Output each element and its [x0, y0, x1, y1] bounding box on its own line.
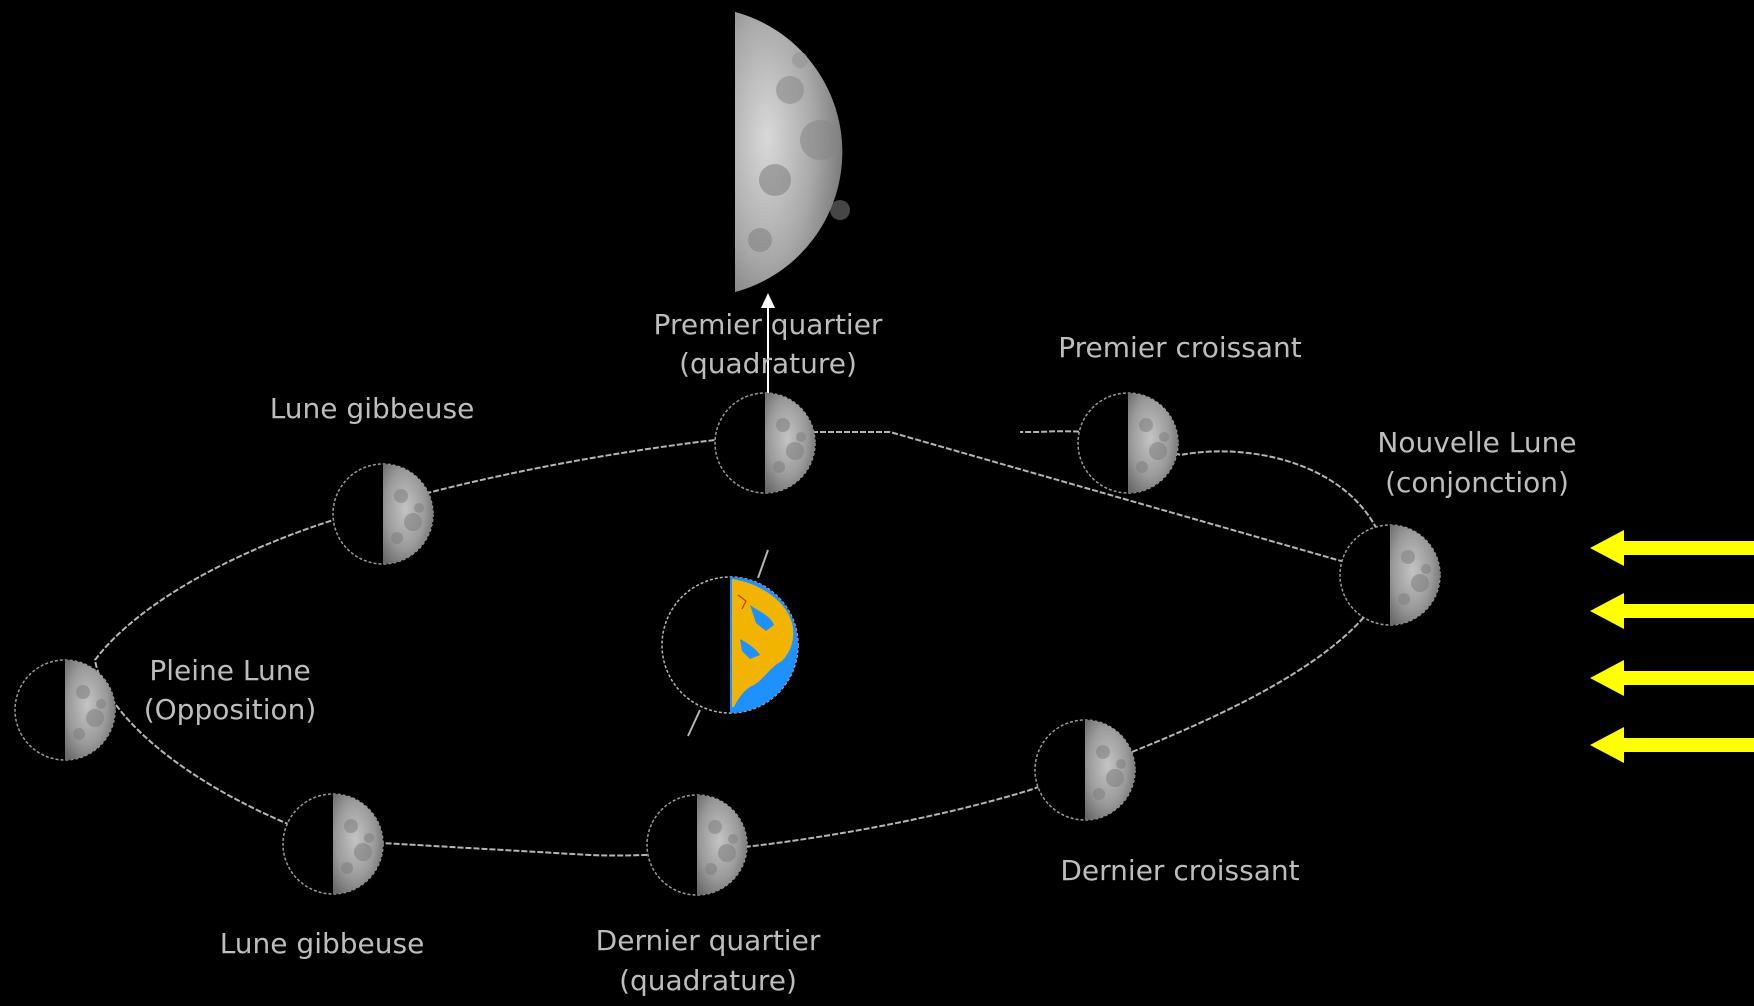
- moon-premier-croissant-icon: [1078, 393, 1178, 493]
- label-dernier-croissant: Dernier croissant: [1060, 854, 1299, 887]
- label-nouvelle-lune-2: (conjonction): [1385, 466, 1569, 499]
- label-nouvelle-lune-1: Nouvelle Lune: [1377, 426, 1576, 459]
- label-premier-quartier-1: Premier quartier: [654, 308, 883, 341]
- label-dernier-quartier-2: (quadrature): [619, 964, 797, 997]
- premier-quartier-large-moon-icon: [735, 12, 850, 292]
- label-lune-gibbeuse-bottom: Lune gibbeuse: [220, 927, 425, 960]
- label-pleine-lune-2: (Opposition): [144, 693, 317, 726]
- moon-premier-quartier-icon: [715, 393, 815, 493]
- moon-lune-gibbeuse-top-icon: [333, 464, 433, 564]
- label-lune-gibbeuse-top: Lune gibbeuse: [270, 392, 475, 425]
- sunlight-arrow-icon: [1590, 530, 1754, 566]
- sunlight-arrow-icon: [1590, 660, 1754, 696]
- sunlight-arrow-icon: [1590, 593, 1754, 629]
- premier-quartier-pointer-arrowhead: [761, 293, 775, 308]
- earth-axis-bottom: [688, 710, 700, 736]
- label-premier-quartier-2: (quadrature): [679, 347, 857, 380]
- label-premier-croissant: Premier croissant: [1058, 331, 1301, 364]
- moon-lune-gibbeuse-bottom-icon: [283, 794, 383, 894]
- label-dernier-quartier-1: Dernier quartier: [596, 924, 821, 957]
- sunlight-arrow-icon: [1590, 727, 1754, 763]
- moon-dernier-quartier-icon: [647, 795, 747, 895]
- label-pleine-lune-1: Pleine Lune: [149, 654, 310, 687]
- earth-icon: [662, 577, 798, 713]
- earth-axis-top: [758, 550, 768, 578]
- moon-dernier-croissant-icon: [1035, 720, 1135, 820]
- moon-nouvelle-lune-icon: [1340, 525, 1440, 625]
- moon-pleine-lune-icon: [15, 660, 115, 760]
